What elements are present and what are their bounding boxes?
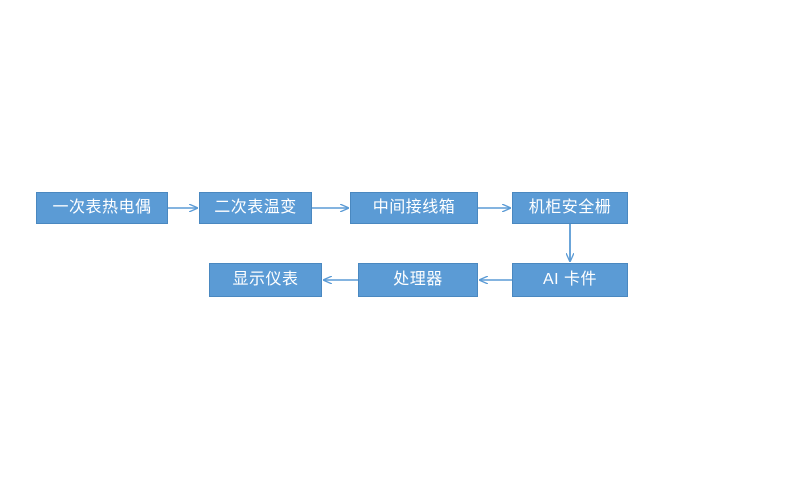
node-secondary-transmitter[interactable]: 二次表温变 <box>199 192 312 224</box>
node-junction-box[interactable]: 中间接线箱 <box>350 192 478 224</box>
node-label: 机柜安全栅 <box>528 199 612 216</box>
node-label: 一次表热电偶 <box>52 199 152 216</box>
node-label: 显示仪表 <box>232 271 299 288</box>
node-label: AI 卡件 <box>542 271 598 288</box>
node-processor[interactable]: 处理器 <box>358 263 478 297</box>
node-primary-thermocouple[interactable]: 一次表热电偶 <box>36 192 168 224</box>
node-display-instrument[interactable]: 显示仪表 <box>209 263 322 297</box>
node-label: 中间接线箱 <box>372 199 456 216</box>
node-label: 二次表温变 <box>214 199 297 216</box>
node-cabinet-safety-barrier[interactable]: 机柜安全栅 <box>512 192 628 224</box>
node-label: 处理器 <box>393 271 443 288</box>
node-ai-card[interactable]: AI 卡件 <box>512 263 628 297</box>
